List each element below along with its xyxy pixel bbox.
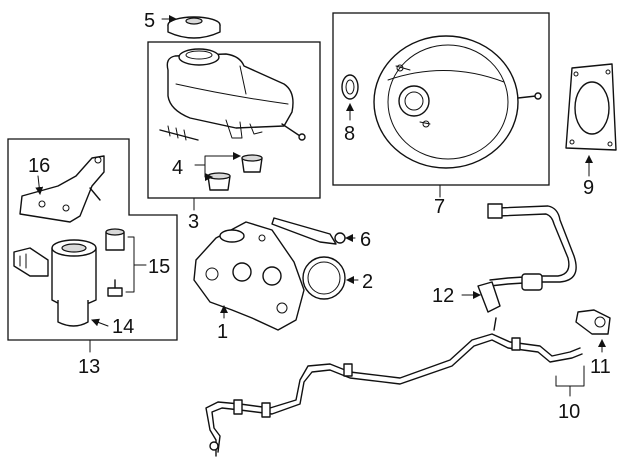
callout-1: 1 [217, 321, 228, 343]
part-sensor [271, 217, 346, 245]
part-seal [341, 74, 359, 100]
part-vacuum-pump [13, 239, 97, 327]
part-vacuum-hose [477, 203, 577, 331]
callout-3: 3 [188, 211, 199, 233]
part-grommet-bolt [105, 228, 125, 297]
callout-2: 2 [362, 271, 373, 293]
part-check-valve [575, 309, 611, 335]
callout-9: 9 [583, 177, 594, 199]
box-booster-group [332, 12, 550, 186]
callout-14: 14 [112, 316, 134, 338]
callout-4: 4 [172, 157, 183, 179]
callout-13: 13 [78, 356, 100, 378]
callout-10: 10 [558, 401, 580, 423]
callout-labels: 5 3 4 8 7 9 16 15 14 13 6 2 1 12 11 10 [28, 10, 611, 423]
callout-12: 12 [432, 285, 454, 307]
callout-11: 11 [590, 356, 611, 378]
part-o-ring [302, 256, 346, 300]
callout-6: 6 [360, 229, 371, 251]
part-reservoir [159, 48, 306, 141]
callout-8: 8 [344, 123, 355, 145]
part-master-cylinder [193, 221, 305, 331]
part-reservoir-cap [167, 16, 221, 39]
callout-5: 5 [144, 10, 155, 32]
box-pump-group [7, 138, 178, 341]
part-gasket [565, 63, 617, 151]
leader-lines [35, 15, 606, 397]
part-brake-booster [373, 35, 542, 169]
callout-7: 7 [434, 196, 445, 218]
box-reservoir-group [147, 41, 321, 199]
part-brake-lines [205, 333, 583, 457]
part-grommets [207, 154, 263, 191]
part-bracket [19, 155, 105, 223]
callout-16: 16 [28, 155, 50, 177]
callout-15: 15 [148, 256, 170, 278]
